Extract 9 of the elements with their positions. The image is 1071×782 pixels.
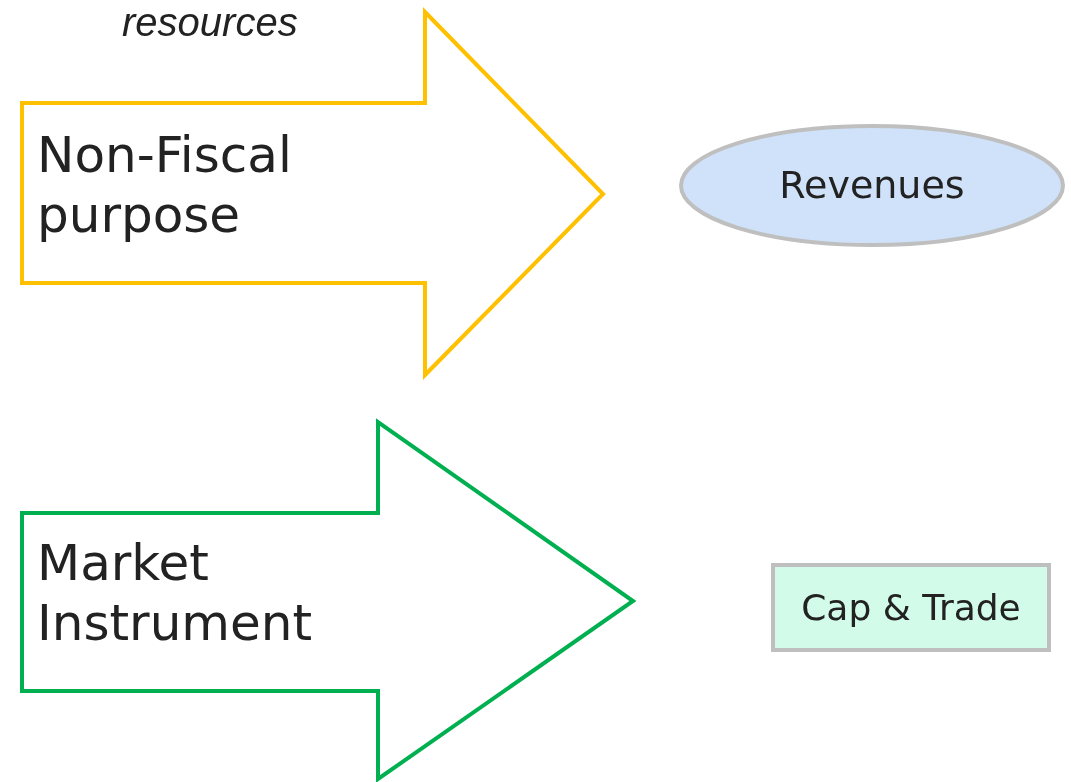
node-label: Non-Fiscal purpose [37,125,293,245]
node-label: Market Instrument [37,533,314,653]
caption-text: resources [122,0,298,44]
block-arrow [20,10,606,378]
block-arrow [20,420,636,782]
process-box [771,563,1051,652]
node-label: Cap & Trade [800,585,1022,630]
ellipse-node [679,124,1065,247]
node-label: Revenues [778,162,966,209]
